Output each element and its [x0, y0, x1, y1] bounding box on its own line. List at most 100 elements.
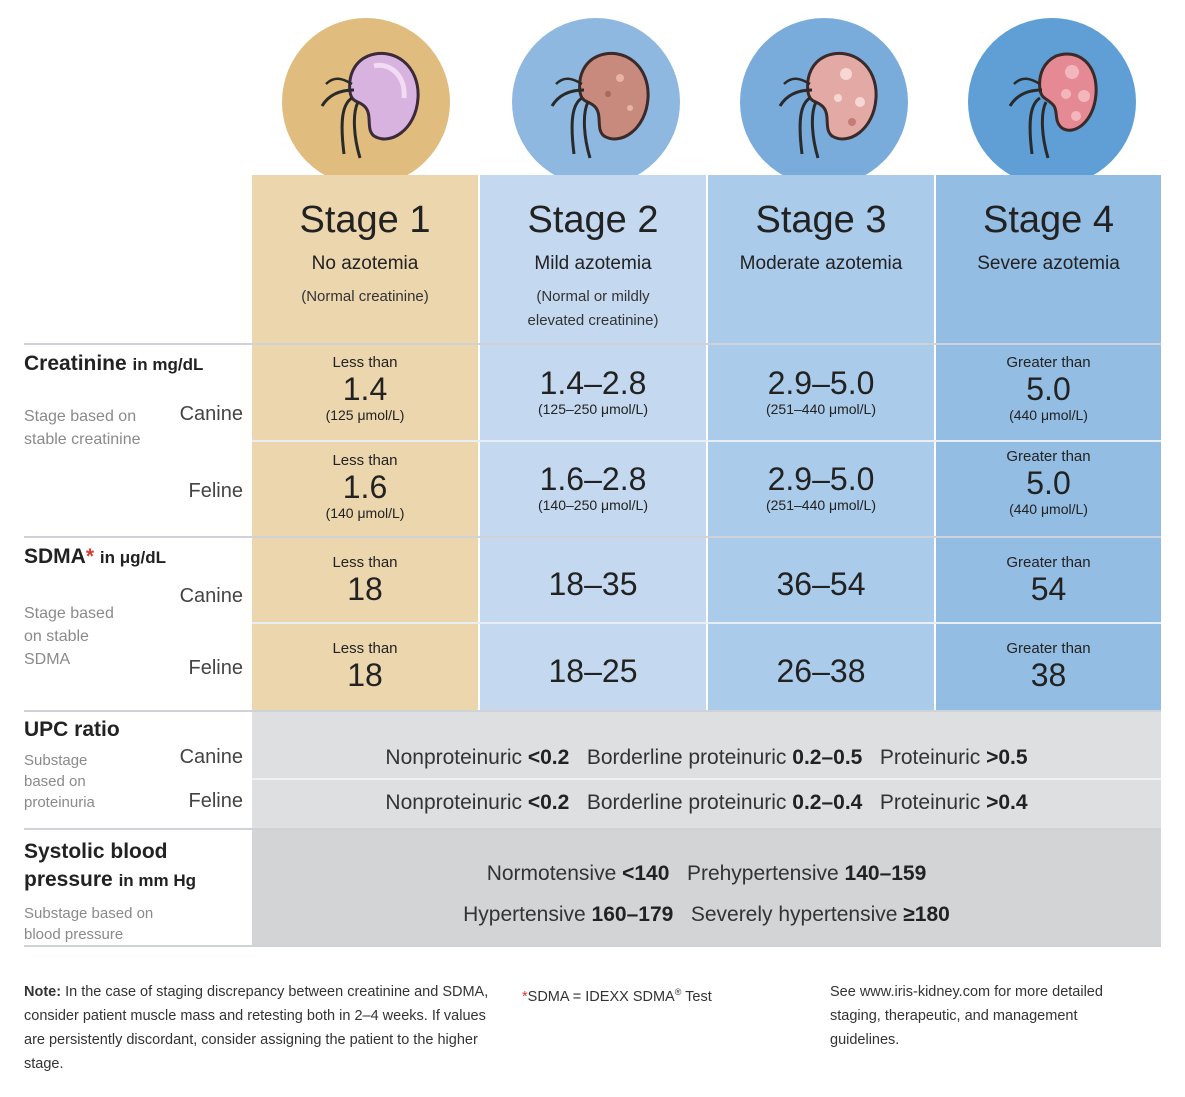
value: 5.0: [1026, 371, 1071, 407]
stage-2-note: (Normal or mildly elevated creatinine): [527, 288, 659, 329]
divider: [24, 828, 1161, 830]
upc-canine-t1: Nonproteinuric: [385, 746, 522, 769]
creatinine-feline-stage2: 1.6–2.8 (140–250 μmol/L): [480, 462, 706, 514]
value: 18–25: [548, 653, 638, 689]
value-unit: (440 μmol/L): [1009, 407, 1088, 423]
footer-note-text: In the case of staging discrepancy betwe…: [24, 984, 489, 1072]
value-prefix: Less than: [332, 640, 398, 657]
upc-feline-v2: 0.2–0.4: [792, 791, 863, 814]
value: 1.4–2.8: [539, 365, 647, 401]
creatinine-feline-stage1: Less than 1.6 (140 μmol/L): [252, 452, 478, 522]
value: 2.9–5.0: [767, 365, 875, 401]
creatinine-label: Creatinine in mg/dL: [24, 352, 203, 376]
value-prefix: Less than: [332, 554, 398, 571]
divider: [252, 440, 1161, 442]
upc-feline-v3: >0.4: [986, 791, 1028, 814]
upc-feline-t3: Proteinuric: [879, 791, 981, 814]
bp-t4: Severely hypertensive: [690, 903, 898, 926]
bp-v1: <140: [622, 862, 670, 885]
upc-band: [252, 712, 1161, 828]
value: 54: [1030, 571, 1067, 607]
value: 38: [1030, 657, 1067, 693]
creatinine-description: Stage based on stable creatinine: [24, 408, 141, 448]
stage-3-column: Stage 3 Moderate azotemia: [708, 175, 934, 711]
bp-t3: Hypertensive: [463, 903, 586, 926]
stage-3-circle: [740, 18, 908, 186]
creatinine-feline-stage4: Greater than 5.0 (440 μmol/L): [936, 448, 1161, 518]
stage-3-title: Stage 3: [755, 199, 887, 241]
value-prefix: Less than: [332, 354, 398, 371]
bp-t2: Prehypertensive: [686, 862, 839, 885]
value-unit: (140–250 μmol/L): [537, 497, 649, 513]
upc-feline-t1: Nonproteinuric: [385, 791, 522, 814]
footer-see-more: See www.iris-kidney.com for more detaile…: [830, 984, 1103, 1048]
footer-sdma-text: SDMA = IDEXX SDMA: [527, 988, 675, 1005]
upc-canine-v1: <0.2: [527, 746, 570, 769]
value-unit: (440 μmol/L): [1009, 501, 1088, 517]
sdma-description: Stage based on stable SDMA: [24, 605, 114, 668]
stage-4-subtitle: Severe azotemia: [977, 253, 1120, 274]
sdma-title: SDMA: [24, 545, 86, 568]
divider: [24, 343, 1161, 345]
footer-sdma-test: Test: [681, 988, 712, 1005]
upc-feline-v1: <0.2: [527, 791, 570, 814]
bp-title-line1: Systolic blood: [24, 840, 168, 863]
sdma-canine-stage2: 18–35: [480, 567, 706, 601]
stage-2-circle: [512, 18, 680, 186]
stage-3-subtitle: Moderate azotemia: [739, 253, 903, 274]
creatinine-title: Creatinine: [24, 352, 127, 375]
value: 5.0: [1026, 465, 1071, 501]
bp-t1: Normotensive: [486, 862, 617, 885]
bp-row-2: Hypertensive 160–179 Severely hypertensi…: [252, 903, 1161, 927]
sdma-unit: in μg/dL: [99, 548, 166, 567]
sdma-feline-stage1: Less than 18: [252, 640, 478, 692]
upc-feline-row: Nonproteinuric <0.2 Borderline proteinur…: [252, 791, 1161, 815]
sdma-feline-stage2: 18–25: [480, 654, 706, 688]
value: 2.9–5.0: [767, 461, 875, 497]
footer-note-label: Note:: [24, 984, 62, 1000]
value-prefix: Greater than: [1006, 448, 1091, 465]
creatinine-unit: in mg/dL: [132, 355, 204, 374]
stage-2-subtitle: Mild azotemia: [534, 253, 652, 274]
divider: [24, 945, 1161, 947]
stage-4-circle: [968, 18, 1136, 186]
bp-title-line2: pressure: [24, 868, 113, 891]
bp-unit: in mm Hg: [118, 871, 197, 890]
upc-canine-v2: 0.2–0.5: [792, 746, 863, 769]
value-unit: (125–250 μmol/L): [537, 401, 649, 417]
value: 18: [347, 657, 383, 693]
severe-kidney-icon: [1008, 52, 1098, 159]
bp-row-1: Normotensive <140 Prehypertensive 140–15…: [252, 862, 1161, 886]
value: 26–38: [776, 653, 866, 689]
normal-kidney-icon: [320, 51, 420, 159]
sdma-feline-stage3: 26–38: [708, 654, 934, 688]
sdma-canine-stage3: 36–54: [708, 567, 934, 601]
value-prefix: Greater than: [1006, 554, 1091, 571]
stage-1-column: Stage 1 No azotemia (Normal creatinine): [252, 175, 478, 711]
value: 18: [347, 571, 383, 607]
upc-canine-v3: >0.5: [986, 746, 1028, 769]
stage-4-title: Stage 4: [983, 199, 1114, 241]
sdma-asterisk: *: [85, 545, 95, 568]
bp-v2: 140–159: [844, 862, 927, 885]
upc-label: UPC ratio: [24, 718, 120, 741]
value-prefix: Less than: [332, 452, 398, 469]
value-unit: (251–440 μmol/L): [765, 401, 877, 417]
divider: [252, 622, 1161, 624]
bp-band: [252, 830, 1161, 946]
bp-v4: ≥180: [903, 903, 950, 926]
creatinine-canine-stage1: Less than 1.4 (125 μmol/L): [252, 354, 478, 424]
upc-feline-label: Feline: [188, 790, 243, 812]
sdma-canine-stage1: Less than 18: [252, 554, 478, 606]
value-prefix: Greater than: [1006, 640, 1091, 657]
divider: [24, 536, 1161, 538]
upc-canine-label: Canine: [179, 746, 243, 768]
stage-2-column: Stage 2 Mild azotemia (Normal or mildly …: [480, 175, 706, 711]
value: 18–35: [548, 566, 638, 602]
sdma-feline-stage4: Greater than 38: [936, 640, 1161, 692]
upc-description: Substage based on proteinuria: [24, 752, 95, 811]
sdma-label: SDMA* in μg/dL: [24, 545, 166, 569]
divider: [24, 710, 1161, 712]
creatinine-canine-stage4: Greater than 5.0 (440 μmol/L): [936, 354, 1161, 424]
stage-1-subtitle: No azotemia: [311, 253, 419, 274]
